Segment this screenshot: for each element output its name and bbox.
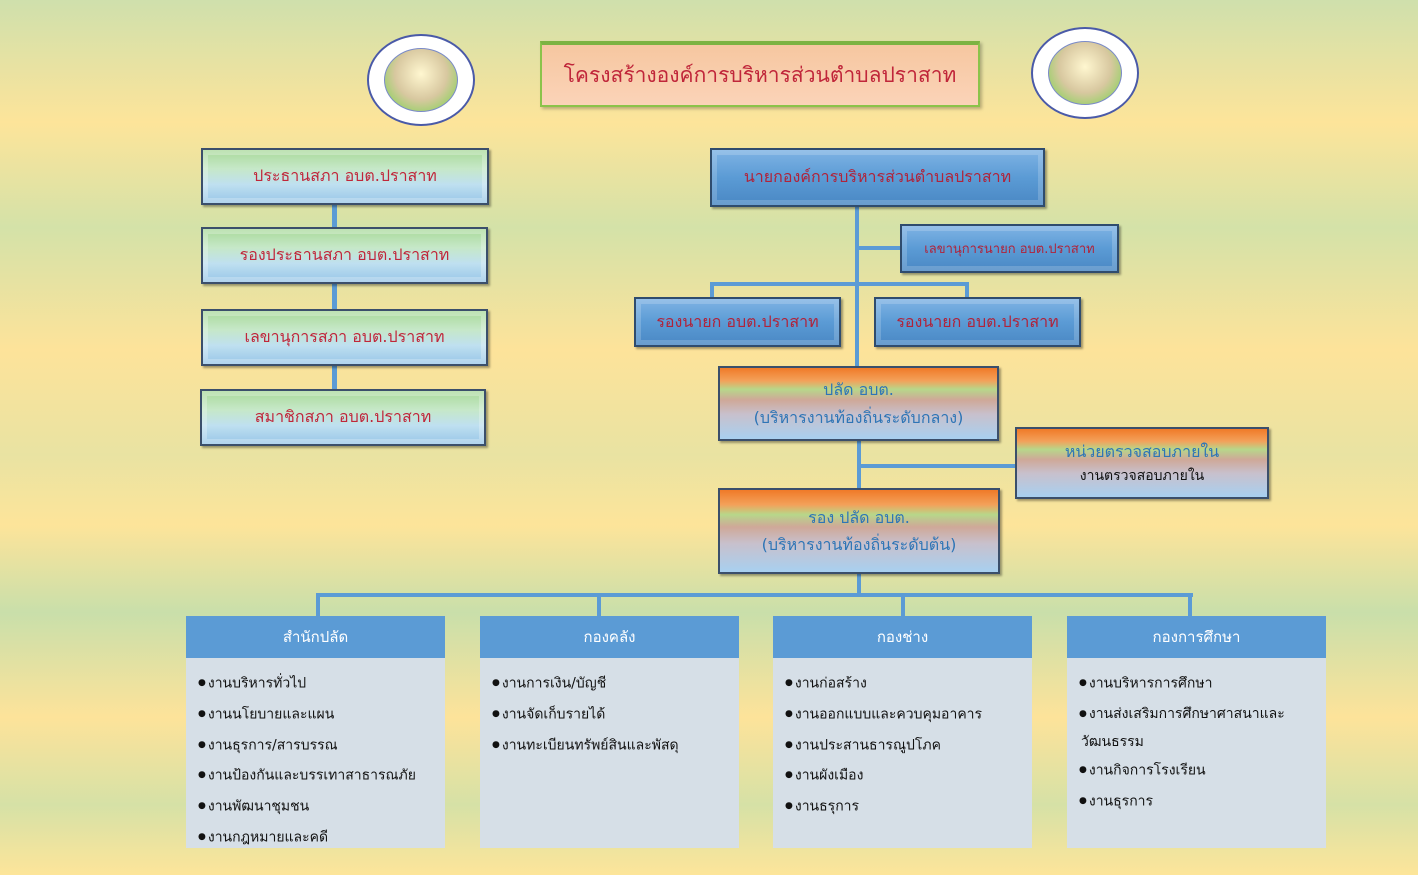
- connector: [857, 246, 902, 250]
- department-finance: กองคลัง งานการเงิน/บัญชี งานจัดเก็บรายได…: [480, 616, 739, 848]
- connector: [597, 593, 601, 617]
- deputy-mayor-2-box: รองนายก อบต.ปราสาท: [874, 297, 1081, 347]
- mayor-box: นายกองค์การบริหารส่วนตำบลปราสาท: [710, 148, 1045, 207]
- department-header: กองการศึกษา: [1067, 616, 1326, 658]
- chart-title: โครงสร้างองค์การบริหารส่วนตำบลปราสาท: [540, 41, 980, 107]
- department-office-of-palad: สำนักปลัด งานบริหารทั่วไป งานนโยบายและแผ…: [186, 616, 445, 848]
- internal-audit-box: หน่วยตรวจสอบภายใน งานตรวจสอบภายใน: [1015, 427, 1269, 499]
- list-item: งานการเงิน/บัญชี: [492, 668, 727, 699]
- council-member: สมาชิกสภา อบต.ปราสาท: [200, 389, 486, 446]
- connector: [901, 593, 905, 617]
- list-item-continuation: วัฒนธรรม: [1081, 733, 1144, 750]
- council-secretary: เลขานุการสภา อบต.ปราสาท: [201, 309, 488, 366]
- list-item: งานกฎหมายและคดี: [198, 822, 433, 853]
- palad-subtitle: (บริหารงานท้องถิ่นระดับกลาง): [753, 407, 964, 427]
- deputy-palad-box: รอง ปลัด อบต. (บริหารงานท้องถิ่นระดับต้น…: [718, 488, 1000, 574]
- connector: [316, 593, 1193, 597]
- council-chairman: ประธานสภา อบต.ปราสาท: [201, 148, 489, 205]
- council-connector: [332, 204, 337, 394]
- department-header: กองช่าง: [773, 616, 1032, 658]
- connector: [1188, 593, 1192, 617]
- audit-title: หน่วยตรวจสอบภายใน: [1064, 441, 1220, 461]
- connector: [710, 282, 714, 298]
- list-item: งานกิจการโรงเรียน: [1079, 755, 1314, 786]
- deputy-palad-title: รอง ปลัด อบต.: [808, 507, 910, 527]
- connector: [710, 282, 969, 286]
- palad-box: ปลัด อบต. (บริหารงานท้องถิ่นระดับกลาง): [718, 366, 999, 441]
- list-item: งานบริหารทั่วไป: [198, 668, 433, 699]
- list-item: งานป้องกันและบรรเทาสาธารณภัย: [198, 760, 433, 791]
- list-item: งานธุรการ/สารบรรณ: [198, 730, 433, 761]
- deputy-mayor-1-box: รองนายก อบต.ปราสาท: [634, 297, 841, 347]
- list-item: งานธุรการ: [1079, 786, 1314, 817]
- list-item: งานธรุการ: [785, 791, 1020, 822]
- list-item: งานออกแบบและควบคุมอาคาร: [785, 699, 1020, 730]
- list-item: งานก่อสร้าง: [785, 668, 1020, 699]
- connector: [965, 282, 969, 298]
- palad-title: ปลัด อบต.: [823, 380, 894, 400]
- department-engineering: กองช่าง งานก่อสร้าง งานออกแบบและควบคุมอา…: [773, 616, 1032, 848]
- connector: [316, 593, 320, 617]
- mayor-secretary-box: เลขานุการนายก อบต.ปราสาท: [900, 224, 1119, 273]
- right-seal-logo: [1031, 27, 1139, 119]
- audit-subtitle: งานตรวจสอบภายใน: [1079, 467, 1205, 484]
- list-item: งานพัฒนาชุมชน: [198, 791, 433, 822]
- department-header: สำนักปลัด: [186, 616, 445, 658]
- list-item: งานส่งเสริมการศึกษาศาสนาและ: [1079, 699, 1314, 727]
- list-item: งานบริหารการศึกษา: [1079, 668, 1314, 699]
- list-item: งานผังเมือง: [785, 760, 1020, 791]
- connector: [855, 206, 859, 368]
- connector: [857, 573, 861, 597]
- department-education: กองการศึกษา งานบริหารการศึกษา งานส่งเสริ…: [1067, 616, 1326, 848]
- list-item: งานจัดเก็บรายได้: [492, 699, 727, 730]
- council-vice-chairman: รองประธานสภา อบต.ปราสาท: [201, 227, 488, 284]
- left-seal-logo: [367, 34, 475, 126]
- deputy-palad-subtitle: (บริหารงานท้องถิ่นระดับต้น): [761, 535, 957, 554]
- department-header: กองคลัง: [480, 616, 739, 658]
- list-item: งานนโยบายและแผน: [198, 699, 433, 730]
- list-item: งานประสานธารณูปโภค: [785, 730, 1020, 761]
- connector: [857, 464, 1017, 468]
- list-item: งานทะเบียนทรัพย์สินและพัสดุ: [492, 730, 727, 761]
